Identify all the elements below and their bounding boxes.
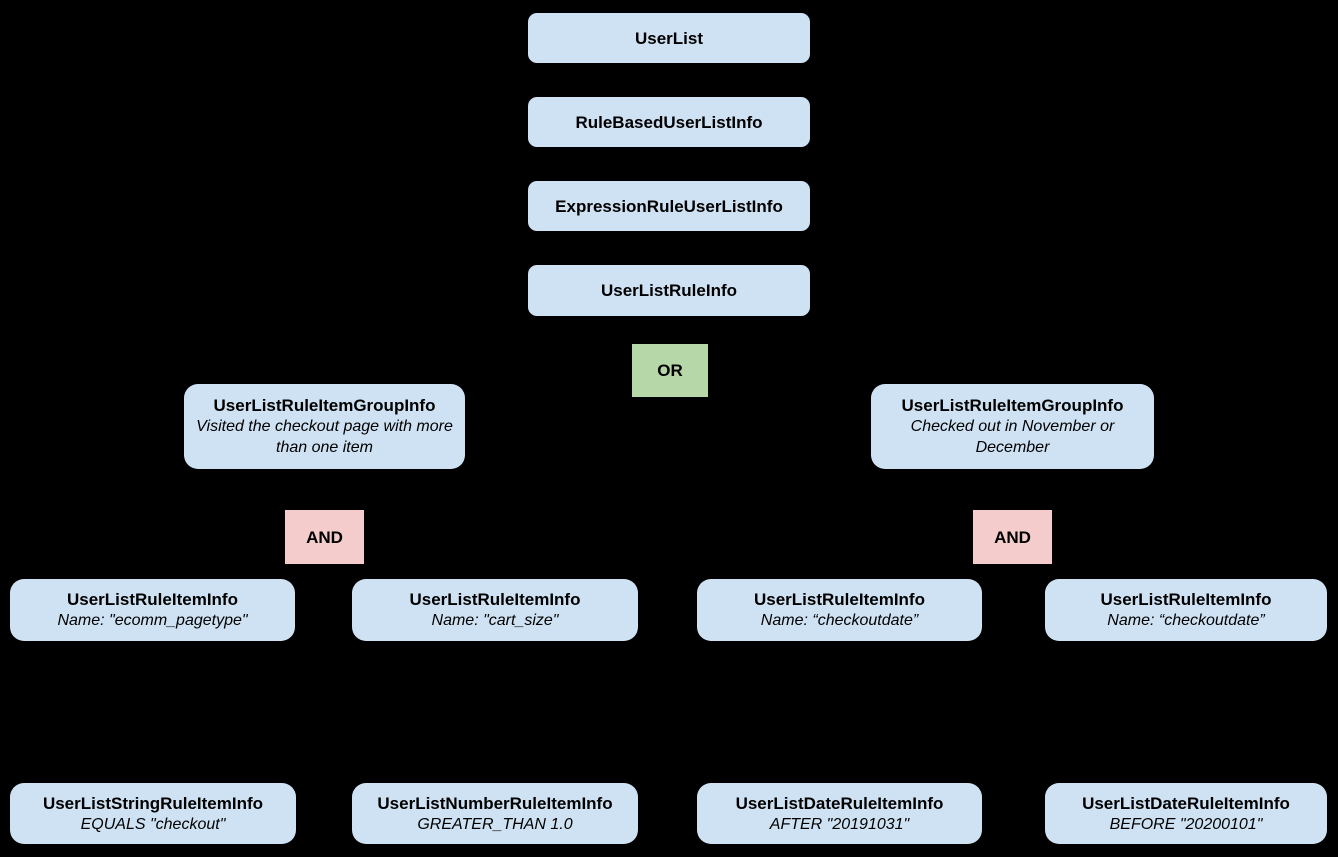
- operator-label: OR: [657, 361, 683, 380]
- node-subtitle: BEFORE "20200101": [1109, 815, 1263, 833]
- node-expression-rule-userlist-info: ExpressionRuleUserListInfo: [528, 181, 810, 231]
- node-title: UserListRuleItemInfo: [754, 590, 925, 609]
- node-subtitle: AFTER "20191031": [769, 815, 910, 833]
- node-rule-item-ecomm-pagetype: UserListRuleItemInfo Name: "ecomm_pagety…: [10, 579, 295, 641]
- node-title: UserListRuleItemGroupInfo: [901, 396, 1124, 415]
- node-subtitle: Name: “checkoutdate”: [760, 612, 919, 629]
- node-userlist: UserList: [528, 13, 810, 63]
- node-title: ExpressionRuleUserListInfo: [555, 196, 783, 216]
- node-title: UserListNumberRuleItemInfo: [377, 793, 613, 813]
- operator-label: AND: [306, 527, 343, 547]
- node-title: UserListRuleInfo: [600, 281, 738, 300]
- node-rule-based-userlist-info: RuleBasedUserListInfo: [528, 97, 810, 147]
- node-title: UserListStringRuleItemInfo: [42, 793, 264, 813]
- node-date-rule-item-after: UserListDateRuleItemInfo AFTER "20191031…: [697, 783, 982, 844]
- node-and-operator-left: AND: [285, 510, 364, 564]
- node-title: UserListDateRuleItemInfo: [1082, 793, 1290, 813]
- node-subtitle: EQUALS "checkout": [80, 815, 226, 833]
- node-subtitle: Checked out in November or December: [910, 418, 1115, 456]
- node-date-rule-item-before: UserListDateRuleItemInfo BEFORE "2020010…: [1045, 783, 1327, 844]
- node-rule-item-checkoutdate-1: UserListRuleItemInfo Name: “checkoutdate…: [697, 579, 982, 641]
- node-or-operator: OR: [632, 344, 708, 397]
- node-title: UserListRuleItemInfo: [67, 590, 238, 609]
- node-title: UserListRuleItemInfo: [1100, 590, 1272, 609]
- node-string-rule-item: UserListStringRuleItemInfo EQUALS "check…: [10, 783, 296, 844]
- node-title: UserListRuleItemInfo: [409, 590, 581, 609]
- node-subtitle: Name: “checkoutdate”: [1107, 612, 1265, 629]
- node-title: UserListDateRuleItemInfo: [735, 793, 944, 813]
- node-userlist-rule-info: UserListRuleInfo: [528, 265, 810, 316]
- node-subtitle: GREATER_THAN 1.0: [417, 815, 573, 833]
- node-rule-item-group-left: UserListRuleItemGroupInfo Visited the ch…: [184, 384, 465, 469]
- node-rule-item-group-right: UserListRuleItemGroupInfo Checked out in…: [871, 384, 1154, 469]
- node-title: UserList: [634, 28, 704, 48]
- node-title: RuleBasedUserListInfo: [575, 112, 763, 132]
- node-and-operator-right: AND: [973, 510, 1052, 564]
- node-number-rule-item: UserListNumberRuleItemInfo GREATER_THAN …: [352, 783, 638, 844]
- node-rule-item-cart-size: UserListRuleItemInfo Name: "cart_size": [352, 579, 638, 641]
- node-subtitle: Name: "cart_size": [431, 612, 559, 629]
- node-subtitle: Visited the checkout page with more than…: [196, 418, 453, 456]
- node-subtitle: Name: "ecomm_pagetype": [57, 612, 248, 629]
- node-rule-item-checkoutdate-2: UserListRuleItemInfo Name: “checkoutdate…: [1045, 579, 1327, 641]
- operator-label: AND: [994, 527, 1031, 547]
- node-title: UserListRuleItemGroupInfo: [213, 396, 436, 415]
